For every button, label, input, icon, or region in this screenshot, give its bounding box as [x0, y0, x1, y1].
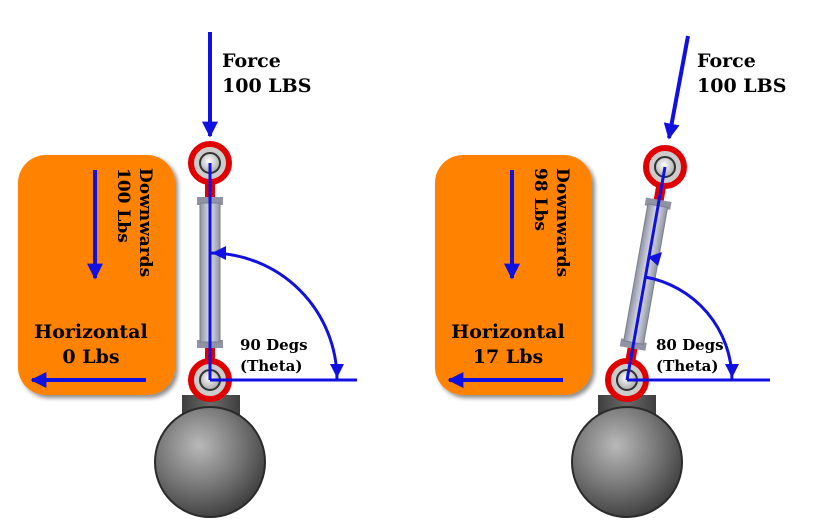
left-horizontal-label: Horizontal [34, 321, 147, 343]
right-wheel [571, 406, 683, 518]
right-theta-label: (Theta) [656, 357, 718, 375]
left-angle-label: 90 Degs [240, 336, 308, 354]
right-strut-axis-line [625, 166, 667, 381]
left-theta-label: (Theta) [240, 357, 302, 375]
left-force-label: Force [222, 50, 281, 72]
left-angle-arc [209, 251, 339, 381]
right-angle-arc [644, 275, 734, 381]
left-horizontal-value: 0 Lbs [62, 346, 119, 368]
left-force-value: 100 LBS [222, 75, 311, 97]
left-downwards-value: 100 Lbs [113, 168, 133, 243]
right-horizontal-label: Horizontal [451, 321, 564, 343]
right-angle-label: 80 Degs [656, 336, 724, 354]
right-horizontal-value: 17 Lbs [473, 346, 543, 368]
right-force-value: 100 LBS [697, 75, 786, 97]
left-arc-arrowhead-bottom [330, 364, 344, 378]
right-diagram: Downwards 98 Lbs Horizontal 17 Lbs 80 De… [435, 35, 786, 518]
left-diagram: Downwards 100 Lbs Horizontal 0 Lbs [18, 32, 357, 518]
right-force-arrow [663, 35, 690, 140]
right-force-label: Force [697, 50, 756, 72]
right-arc-arrowhead-top [648, 252, 662, 266]
right-downwards-value: 98 Lbs [530, 168, 550, 231]
right-arc-arrowhead-bottom [725, 364, 739, 378]
left-downwards-label: Downwards [135, 168, 155, 277]
left-arc-arrowhead-top [212, 246, 226, 260]
left-wheel [154, 406, 266, 518]
right-downwards-label: Downwards [552, 168, 572, 277]
